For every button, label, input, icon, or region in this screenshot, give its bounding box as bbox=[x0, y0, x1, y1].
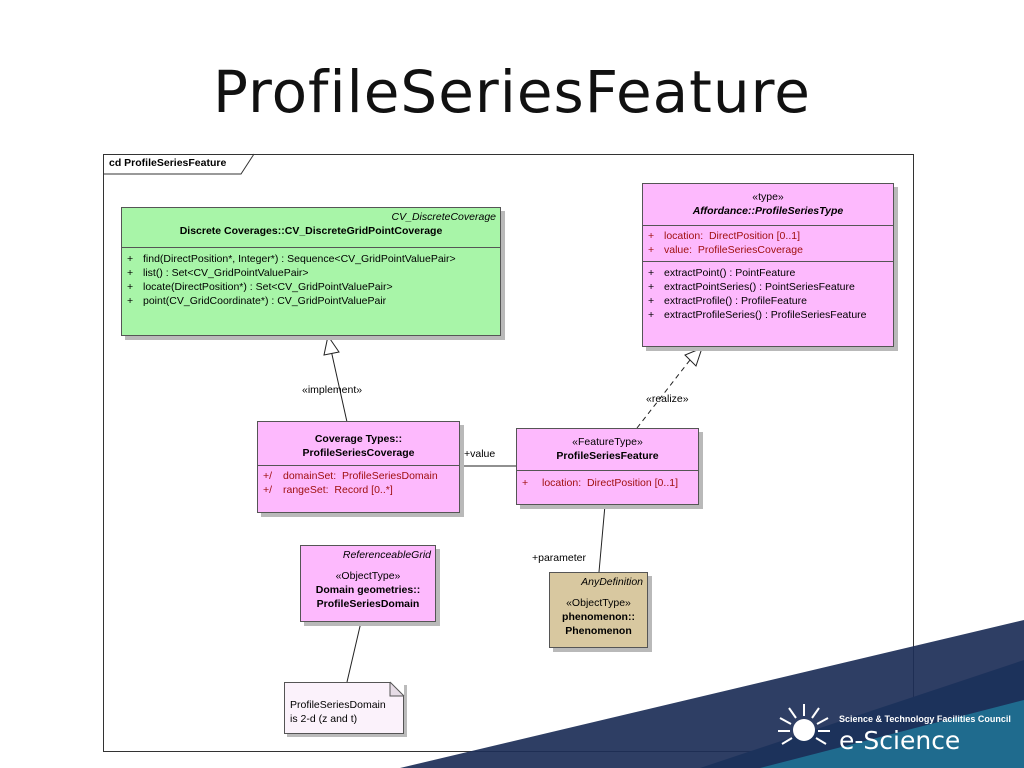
brand-organisation: Science & Technology Facilities Council bbox=[839, 714, 1011, 724]
abstract-name: ReferenceableGrid bbox=[342, 549, 431, 561]
branding-band bbox=[400, 620, 1024, 768]
operation-row: +extractPointSeries() : PointSeriesFeatu… bbox=[648, 281, 855, 293]
attribute-row: +location: DirectPosition [0..1] bbox=[522, 477, 678, 489]
class-name: Affordance::ProfileSeriesType bbox=[692, 205, 844, 217]
operation-row: +extractProfileSeries() : ProfileSeriesF… bbox=[648, 309, 867, 321]
class-name: ProfileSeriesFeature bbox=[556, 450, 659, 462]
class-name-line1: Domain geometries:: bbox=[315, 584, 421, 596]
class-profile-series-coverage[interactable]: Coverage Types:: ProfileSeriesCoverage +… bbox=[257, 421, 460, 513]
class-name-line2: Phenomenon bbox=[565, 625, 632, 637]
attributes-compartment: +/domainSet: ProfileSeriesDomain +/range… bbox=[258, 465, 459, 497]
parameter-role-label: +parameter bbox=[532, 552, 586, 564]
class-phenomenon[interactable]: AnyDefinition «ObjectType» phenomenon:: … bbox=[549, 572, 648, 648]
band-teal-front bbox=[760, 700, 1024, 768]
operation-row: +locate(DirectPosition*) : Set<CV_GridPo… bbox=[127, 281, 393, 293]
stereotype: «type» bbox=[752, 191, 784, 203]
class-name-line1: Coverage Types:: bbox=[314, 433, 403, 445]
stereotype: «ObjectType» bbox=[566, 597, 631, 609]
class-profile-series-feature[interactable]: «FeatureType» ProfileSeriesFeature +loca… bbox=[516, 428, 699, 505]
note-link-line bbox=[346, 621, 362, 683]
class-profile-series-type[interactable]: «type» Affordance::ProfileSeriesType +lo… bbox=[642, 183, 894, 347]
class-name-line2: ProfileSeriesCoverage bbox=[302, 447, 415, 459]
realize-label: «realize» bbox=[646, 393, 689, 405]
operation-row: +find(DirectPosition*, Integer*) : Seque… bbox=[127, 253, 456, 265]
brand-product: e-Science bbox=[839, 726, 961, 755]
abstract-name: AnyDefinition bbox=[581, 576, 643, 588]
value-role-label: +value bbox=[464, 448, 496, 460]
operation-row: +list() : Set<CV_GridPointValuePair> bbox=[127, 267, 309, 279]
abstract-name: CV_DiscreteCoverage bbox=[391, 211, 496, 223]
attribute-row: +/rangeSet: Record [0..*] bbox=[263, 484, 393, 496]
class-name-line2: ProfileSeriesDomain bbox=[316, 598, 420, 610]
sunburst-logo-icon bbox=[778, 704, 830, 745]
realize-arrowhead bbox=[684, 347, 703, 367]
attributes-compartment: +location: DirectPosition [0..1] bbox=[517, 470, 698, 490]
stereotype: «ObjectType» bbox=[335, 570, 401, 582]
implement-arrowhead bbox=[323, 334, 340, 356]
attribute-row: +value: ProfileSeriesCoverage bbox=[648, 244, 803, 256]
operation-row: +extractPoint() : PointFeature bbox=[648, 267, 796, 279]
frame-label: cd ProfileSeriesFeature bbox=[109, 157, 227, 169]
operation-row: +point(CV_GridCoordinate*) : CV_GridPoin… bbox=[127, 295, 387, 307]
attribute-row: +/domainSet: ProfileSeriesDomain bbox=[263, 470, 438, 482]
implement-label: «implement» bbox=[302, 384, 363, 396]
operations-compartment: +extractPoint() : PointFeature +extractP… bbox=[643, 261, 893, 322]
band-navy bbox=[400, 620, 1024, 768]
operations-compartment: +find(DirectPosition*, Integer*) : Seque… bbox=[122, 247, 500, 308]
operation-row: +extractProfile() : ProfileFeature bbox=[648, 295, 807, 307]
note-line1: ProfileSeriesDomain bbox=[290, 699, 386, 711]
note-profile-series-domain[interactable]: ProfileSeriesDomain is 2-d (z and t) bbox=[284, 682, 404, 734]
attributes-compartment: +location: DirectPosition [0..1] +value:… bbox=[643, 225, 893, 261]
parameter-association-line bbox=[598, 504, 606, 573]
class-name: Discrete Coverages::CV_DiscreteGridPoint… bbox=[179, 225, 443, 237]
class-discrete-grid-point-coverage[interactable]: CV_DiscreteCoverage Discrete Coverages::… bbox=[121, 207, 501, 336]
attribute-row: +location: DirectPosition [0..1] bbox=[648, 230, 800, 242]
note-line2: is 2-d (z and t) bbox=[290, 713, 358, 725]
implement-line bbox=[330, 349, 348, 423]
class-profile-series-domain[interactable]: ReferenceableGrid «ObjectType» Domain ge… bbox=[300, 545, 436, 622]
class-name-line1: phenomenon:: bbox=[562, 611, 635, 623]
slide-title: ProfileSeriesFeature bbox=[213, 58, 811, 126]
stereotype: «FeatureType» bbox=[572, 436, 643, 448]
